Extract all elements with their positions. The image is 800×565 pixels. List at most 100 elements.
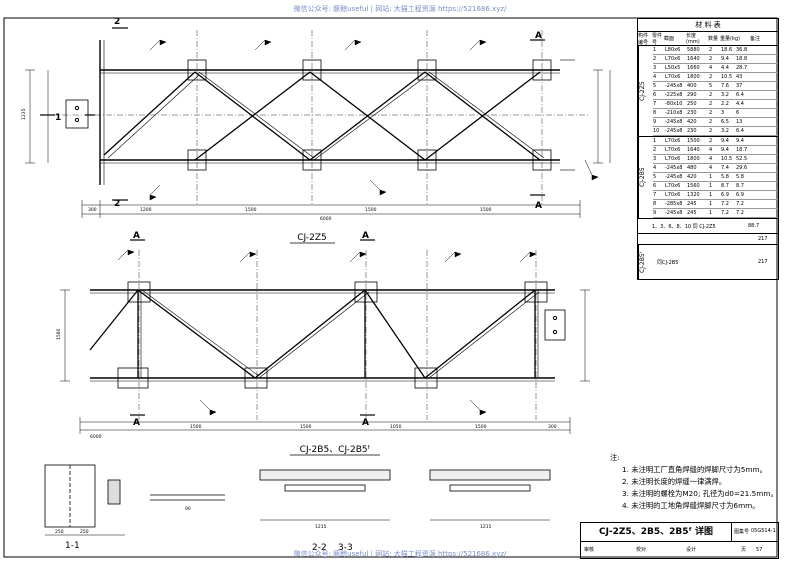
table-cell: 4 [653,74,657,80]
table-cell: 2 [653,56,657,62]
sec-mark-2-A2: A [133,418,140,428]
table-cell: 5.8 [736,174,744,180]
check-label: 校对 [636,547,647,553]
table-cell: 9.4 [721,147,729,153]
table-cell: 245 [687,201,697,207]
table-cell: 2 [709,56,713,62]
table-cell: 480 [687,165,697,171]
table-cell: 10 [653,128,660,134]
sec-mark-2-A3: A [362,231,369,241]
table-cell: 4 [709,165,713,171]
s1-dim-b: 250 [80,529,89,535]
table-cell: 1 [653,47,657,53]
table-cell: 1 [709,183,713,189]
table-cell: 29.6 [736,165,748,171]
table-cell: 18.6 [721,47,733,53]
table-cell: L70x6 [665,156,681,162]
dim-2-a: 1500 [190,424,202,430]
dim-2-height: 1580 [56,328,62,340]
table-cell: 3.2 [721,128,729,134]
table-cell: 7.2 [721,201,729,207]
atlas-label: 图集号 [734,529,750,535]
table-cell: 5880 [687,47,700,53]
dim-1-a: 300 [88,207,97,213]
sec-mark-A1: A [535,31,542,41]
dim-1-e: 1500 [480,207,492,213]
group-label-1: CJ-2Z5 [638,46,653,136]
truss-cj-2b5 [60,239,590,434]
table-cell: 2.2 [721,101,729,107]
table-cell: 3.2 [721,92,729,98]
drawing1-title: CJ-2Z5 [297,233,326,243]
table-cell: 1800 [687,74,700,80]
review-label: 审核 [584,547,595,553]
table-cell: 1500 [687,138,700,144]
table-cell: 1660 [687,65,700,71]
table-cell: 7.2 [721,210,729,216]
materials-table: 材 料 表 构件编号 零件号 截面 长度(mm) 数量 重量(kg) 备注 CJ… [637,18,779,280]
watermark-top: 微信公众号: 豚鲸useful | 网站: 大猫工程资源 https://521… [293,5,507,13]
table-cell: -80x10 [665,101,683,107]
s2-dim-a: 90 [185,506,191,512]
table-cell: L70x6 [665,56,681,62]
dim-1-c: 1500 [245,207,257,213]
th-section: 截面 [664,36,675,42]
table-cell: 13 [736,119,743,125]
table-cell: 6 [736,110,740,116]
notes-head: 注: [610,453,620,462]
title-block: CJ-2Z5、2B5、2B5ᶠ 详图 图集号 05G514-1 审核 校对 设计… [580,522,779,559]
table-cell: 4 [709,147,713,153]
table-cell: 420 [687,174,697,180]
table-cell: L70x6 [665,74,681,80]
section-3-3 [429,469,551,521]
group2-total: 217 [758,236,768,242]
table-cell: 7.4 [721,165,729,171]
table-cell: 10.5 [721,74,733,80]
group2-summary: 1、3、6、8、10 同 CJ-2Z5 [652,223,716,230]
table-cell: 2 [709,110,713,116]
table-cell: 6 [653,183,657,189]
th-qty: 数量 [708,36,719,42]
table-cell: 8.7 [721,183,729,189]
sec-mark-2-A4: A [362,418,369,428]
table-cell: 2 [709,138,713,144]
table-cell: L70x6 [665,138,681,144]
table-title: 材 料 表 [638,19,778,32]
table-cell: 2 [709,101,713,107]
section-label-2: 2-2 [312,543,327,553]
design-label: 设计 [686,547,697,553]
th-remark: 备注 [750,36,761,42]
notes-block: 注: 1. 未注明工厂直角焊缝的焊脚尺寸为5mm。 2. 未注明长度的焊缝一律满… [610,452,795,512]
table-cell: -245x8 [665,128,683,134]
table-cell: -225x8 [665,92,683,98]
table-cell: 10.5 [721,156,733,162]
table-cell: 2 [709,47,713,53]
s2-dim-b: 1215 [315,524,327,530]
dim-1-b: 1200 [140,207,152,213]
table-cell: 1 [709,201,713,207]
table-cell: 18.7 [736,147,748,153]
table-cell: 4 [653,165,657,171]
section-label-3: 3-3 [338,543,353,553]
group3-row: 同CJ-2B5 [657,259,679,266]
table-cell: 5 [653,174,657,180]
note-2: 2. 未注明长度的焊缝一律满焊。 [622,477,727,486]
table-cell: 6.4 [736,92,744,98]
s1-dim-a: 250 [55,529,64,535]
table-cell: 1 [653,138,657,144]
table-cell: 28.7 [736,65,748,71]
table-cell: 7 [653,192,657,198]
drawing2-title: CJ-2B5、CJ-2B5ᶠ [300,445,371,455]
dim-2-d: 1500 [475,424,487,430]
dim-1-height: 1235 [21,108,27,120]
